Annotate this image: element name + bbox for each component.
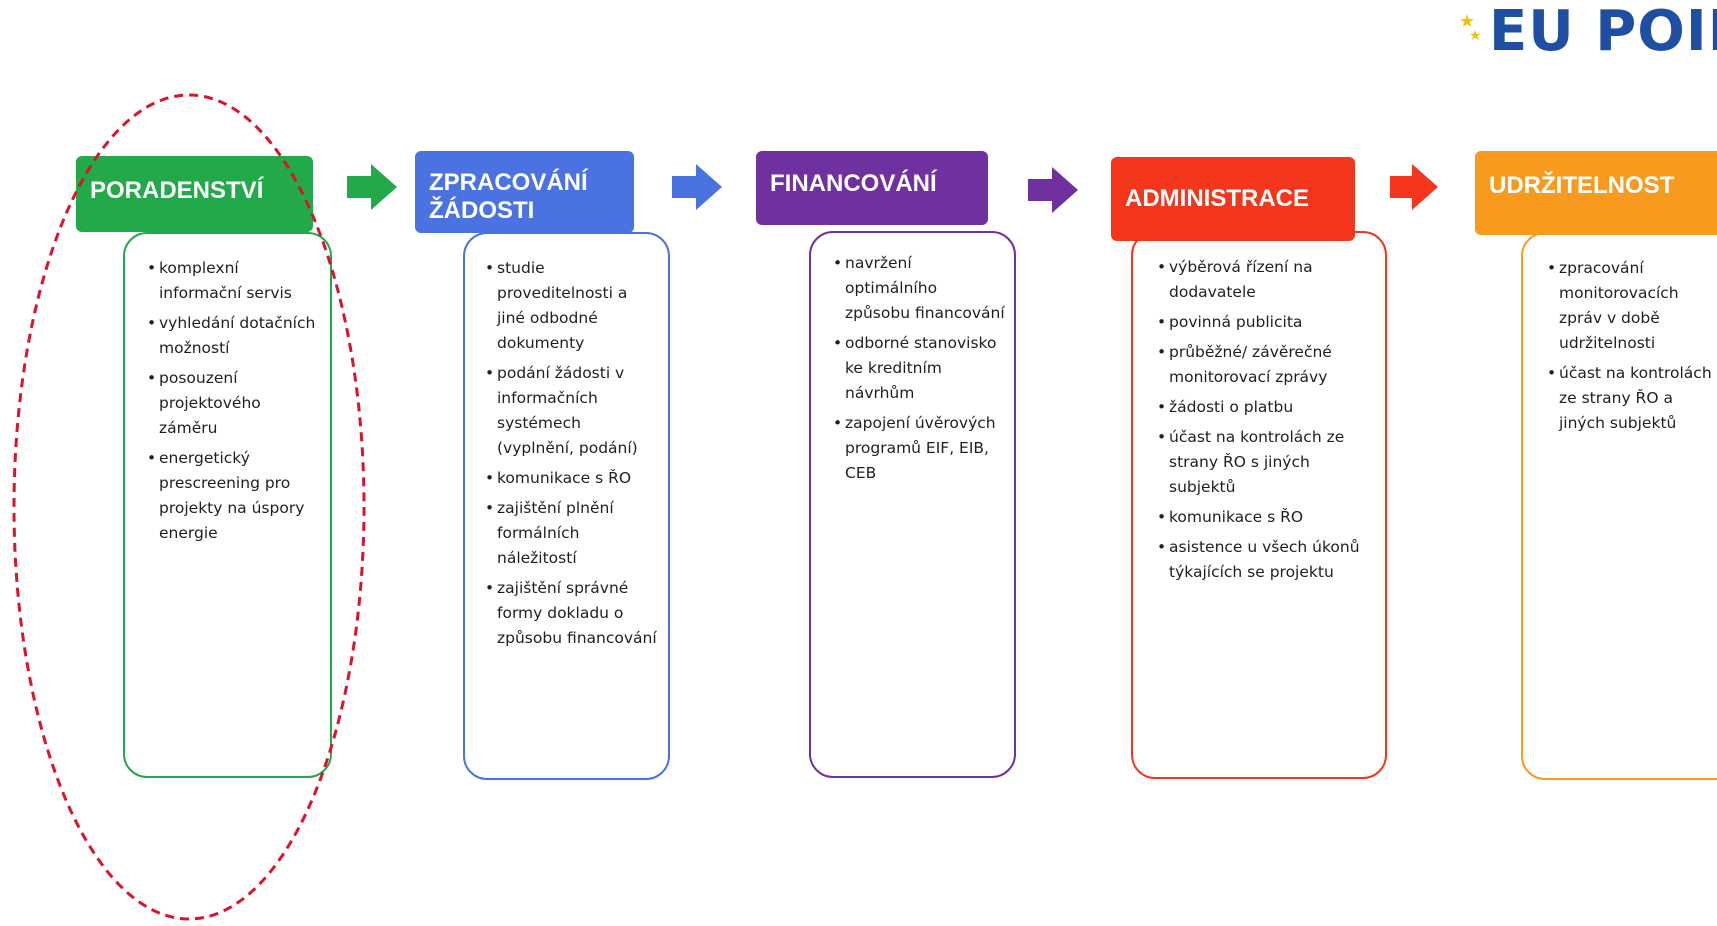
list-item: komunikace s ŘO xyxy=(1155,505,1377,530)
logo-text: EU POINT xyxy=(1489,0,1717,64)
stage-financovani-title: FINANCOVÁNÍ xyxy=(756,151,988,225)
stage-title-text: UDRŽITELNOST xyxy=(1489,172,1675,199)
list-item: žádosti o platbu xyxy=(1155,395,1377,420)
stage-zpracovani-title: ZPRACOVÁNÍ ŽÁDOSTI xyxy=(415,151,634,233)
stage-zpracovani-list: studie proveditelnosti a jiné odbodné do… xyxy=(483,256,660,651)
stage-financovani-panel: navržení optimálního způsobu financování… xyxy=(809,231,1016,778)
stage-udrzitelnost-list: zpracování monitorovacích zpráv v době u… xyxy=(1545,256,1715,436)
list-item: posouzení projektového záměru xyxy=(145,366,320,441)
list-item: zajištění plnění formálních náležitostí xyxy=(483,496,660,571)
list-item: podání žádosti v informačních systémech … xyxy=(483,361,660,461)
stage-title-text: FINANCOVÁNÍ xyxy=(770,170,937,197)
list-item: energetický prescreening pro projekty na… xyxy=(145,446,320,546)
stage-poradenstvi-list: komplexní informační servis vyhledání do… xyxy=(145,256,320,546)
arrow-right-icon xyxy=(672,164,722,210)
stage-udrzitelnost-title: UDRŽITELNOST xyxy=(1475,151,1717,235)
list-item: zajištění správné formy dokladu o způsob… xyxy=(483,576,660,651)
list-item: zpracování monitorovacích zpráv v době u… xyxy=(1545,256,1715,356)
list-item: vyhledání dotačních možností xyxy=(145,311,320,361)
list-item: odborné stanovisko ke kreditním návrhům xyxy=(831,331,1006,406)
list-item: asistence u všech úkonů týkajících se pr… xyxy=(1155,535,1377,585)
list-item: komplexní informační servis xyxy=(145,256,320,306)
list-item: povinná publicita xyxy=(1155,310,1377,335)
list-item: účast na kontrolách ze strany ŘO a jinýc… xyxy=(1545,361,1715,436)
stage-zpracovani-panel: studie proveditelnosti a jiné odbodné do… xyxy=(463,232,670,780)
stage-financovani-list: navržení optimálního způsobu financování… xyxy=(831,251,1006,486)
stage-title-text: ADMINISTRACE xyxy=(1125,185,1309,212)
list-item: studie proveditelnosti a jiné odbodné do… xyxy=(483,256,660,356)
arrow-right-icon xyxy=(347,164,397,210)
list-item: účast na kontrolách ze strany ŘO s jinýc… xyxy=(1155,425,1377,500)
arrow-right-icon xyxy=(1390,164,1438,210)
stage-poradenstvi-panel: komplexní informační servis vyhledání do… xyxy=(123,232,332,778)
list-item: průběžné/ závěrečné monitorovací zprávy xyxy=(1155,340,1377,390)
stage-poradenstvi-title: PORADENSTVÍ xyxy=(76,156,313,232)
stage-udrzitelnost-panel: zpracování monitorovacích zpráv v době u… xyxy=(1521,232,1717,780)
eu-stars-icon: ★★ xyxy=(1459,11,1483,45)
stage-administrace-title: ADMINISTRACE xyxy=(1111,157,1355,241)
stage-title-text: PORADENSTVÍ xyxy=(90,177,264,204)
list-item: zapojení úvěrových programů EIF, EIB, CE… xyxy=(831,411,1006,486)
stage-title-text: ZPRACOVÁNÍ ŽÁDOSTI xyxy=(429,169,588,224)
list-item: komunikace s ŘO xyxy=(483,466,660,491)
stage-administrace-panel: výběrová řízení na dodavatele povinná pu… xyxy=(1131,231,1387,779)
eu-point-logo: ★★ EU POINT xyxy=(1455,0,1717,64)
list-item: výběrová řízení na dodavatele xyxy=(1155,255,1377,305)
arrow-right-icon xyxy=(1028,167,1078,213)
list-item: navržení optimálního způsobu financování xyxy=(831,251,1006,326)
stage-administrace-list: výběrová řízení na dodavatele povinná pu… xyxy=(1155,255,1377,585)
